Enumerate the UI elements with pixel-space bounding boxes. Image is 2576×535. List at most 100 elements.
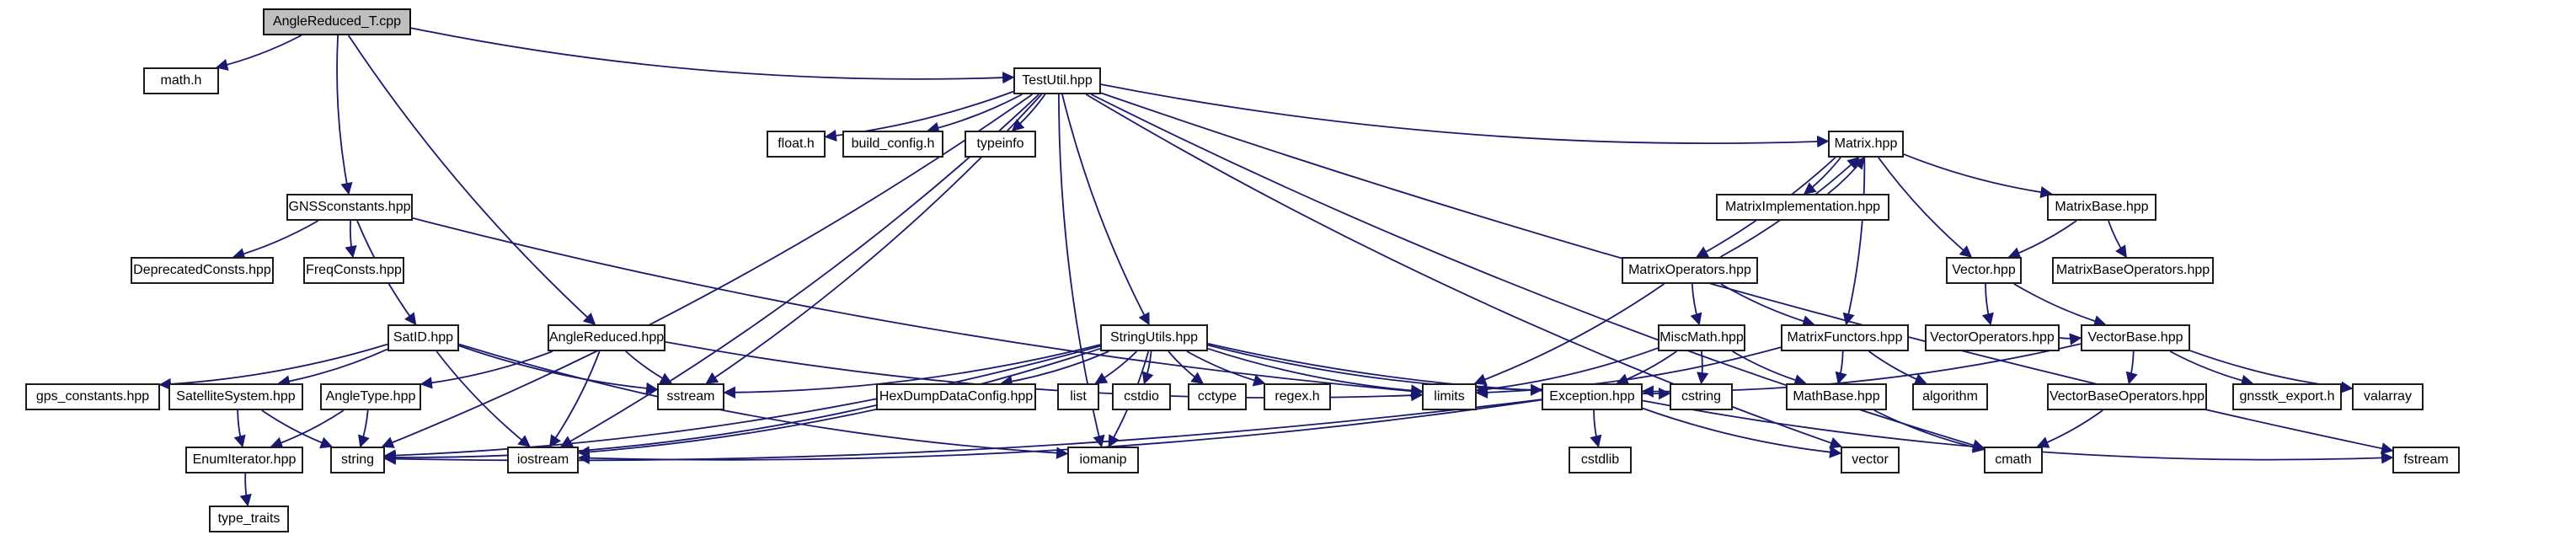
graph-edge — [2169, 350, 2254, 387]
graph-edge — [1473, 283, 1665, 386]
graph-node-matrixfunctors-hpp[interactable]: MatrixFunctors.hpp — [1781, 324, 1909, 351]
graph-node-cstring[interactable]: cstring — [1670, 383, 1733, 410]
graph-node-exception-hpp[interactable]: Exception.hpp — [1542, 383, 1643, 410]
graph-edge — [1168, 350, 1205, 384]
graph-node-cmath[interactable]: cmath — [1984, 447, 2043, 473]
graph-edge — [1186, 350, 1266, 387]
graph-edge — [336, 35, 353, 195]
graph-node-cctype[interactable]: cctype — [1188, 383, 1247, 410]
graph-edge — [1803, 157, 1841, 195]
graph-edge — [458, 343, 1069, 459]
graph-node-algorithm[interactable]: algorithm — [1912, 383, 1988, 410]
graph-edge — [158, 343, 388, 391]
graph-node-stringutils-hpp[interactable]: StringUtils.hpp — [1100, 324, 1208, 351]
graph-node-limits[interactable]: limits — [1422, 383, 1477, 410]
graph-edge — [927, 94, 1023, 134]
graph-edge — [233, 409, 246, 448]
graph-node-list[interactable]: list — [1057, 383, 1099, 410]
graph-edge — [358, 409, 370, 448]
graph-node-iostream[interactable]: iostream — [507, 447, 579, 473]
graph-node-anglereduced-hpp[interactable]: AngleReduced.hpp — [548, 324, 665, 351]
graph-node-matrixbaseoperators-hpp[interactable]: MatrixBaseOperators.hpp — [2052, 257, 2214, 284]
graph-node-type-traits[interactable]: type_traits — [209, 506, 289, 532]
graph-edge — [2125, 350, 2138, 385]
graph-edge — [1642, 407, 1842, 458]
graph-node-matriximplementation-hpp[interactable]: MatrixImplementation.hpp — [1716, 194, 1889, 221]
graph-edge — [625, 350, 673, 384]
graph-node-testutil-hpp[interactable]: TestUtil.hpp — [1013, 67, 1101, 94]
graph-edge — [1475, 346, 1782, 399]
graph-edge — [412, 217, 1424, 398]
graph-node-gnssconstants-hpp[interactable]: GNSSconstants.hpp — [286, 194, 413, 221]
graph-edge — [2013, 283, 2107, 328]
graph-node-satellitesystem-hpp[interactable]: SatelliteSystem.hpp — [168, 383, 303, 410]
graph-edge — [1011, 94, 1046, 131]
graph-edge — [577, 347, 1101, 458]
graph-edge — [2059, 333, 2082, 345]
graph-node-vectorbaseoperators-hpp[interactable]: VectorBaseOperators.hpp — [2047, 383, 2207, 410]
graph-node-gnsstk-export-h[interactable]: gnsstk_export.h — [2232, 383, 2342, 410]
graph-node-satid-hpp[interactable]: SatID.hpp — [387, 324, 459, 351]
graph-node-vectorbase-hpp[interactable]: VectorBase.hpp — [2081, 324, 2190, 351]
graph-node-regex-h[interactable]: regex.h — [1264, 383, 1331, 410]
graph-edge — [1878, 157, 1973, 258]
graph-edge — [1590, 409, 1602, 448]
graph-edge — [1835, 350, 1847, 385]
graph-edge — [2036, 409, 2103, 448]
graph-node-mathbase-hpp[interactable]: MathBase.hpp — [1786, 383, 1887, 410]
graph-edge — [215, 35, 302, 71]
graph-edge — [1868, 350, 1927, 385]
graph-edge — [1903, 153, 2053, 199]
graph-node-fstream[interactable]: fstream — [2392, 447, 2460, 473]
graph-node-valarray[interactable]: valarray — [2352, 383, 2424, 410]
graph-node-iomanip[interactable]: iomanip — [1067, 447, 1139, 473]
graph-node-miscmath-hpp[interactable]: MiscMath.hpp — [1658, 324, 1745, 351]
graph-node-float-h[interactable]: float.h — [767, 131, 826, 158]
graph-node-angletype-hpp[interactable]: AngleType.hpp — [320, 383, 421, 410]
graph-edge — [410, 27, 1015, 84]
graph-node-cstdlib[interactable]: cstdlib — [1569, 447, 1632, 473]
graph-node-matrixbase-hpp[interactable]: MatrixBase.hpp — [2047, 194, 2156, 221]
graph-edge — [2108, 220, 2127, 259]
graph-node-string[interactable]: string — [330, 447, 385, 473]
graph-node-build-config-h[interactable]: build_config.h — [842, 131, 943, 158]
graph-edge — [458, 345, 659, 395]
graph-node-freqconsts-hpp[interactable]: FreqConsts.hpp — [303, 257, 404, 284]
graph-edge — [277, 348, 388, 388]
graph-edge — [1720, 283, 1815, 328]
graph-edge — [1827, 156, 1865, 195]
graph-edge — [2007, 220, 2077, 259]
graph-node-gps-constants-hpp[interactable]: gps_constants.hpp — [25, 383, 160, 410]
graph-node-vector-hpp[interactable]: Vector.hpp — [1946, 257, 2022, 284]
graph-edge — [436, 350, 531, 447]
graph-node-anglereduced-t-cpp[interactable]: AngleReduced_T.cpp — [263, 8, 411, 35]
graph-edge — [261, 409, 334, 449]
graph-node-hexdumpdataconfig-hpp[interactable]: HexDumpDataConfig.hpp — [876, 383, 1036, 410]
graph-edge — [1141, 350, 1154, 385]
graph-edge — [383, 345, 1101, 462]
graph-node-cstdio[interactable]: cstdio — [1112, 383, 1171, 410]
graph-node-matrixoperators-hpp[interactable]: MatrixOperators.hpp — [1622, 257, 1758, 284]
graph-edge — [1981, 283, 1994, 326]
graph-edge — [1100, 83, 1830, 148]
graph-node-deprecatedconsts-hpp[interactable]: DeprecatedConsts.hpp — [131, 257, 274, 284]
graph-node-vector[interactable]: vector — [1841, 447, 1900, 473]
graph-node-enumiterator-hpp[interactable]: EnumIterator.hpp — [185, 447, 303, 473]
graph-node-vectoroperators-hpp[interactable]: VectorOperators.hpp — [1925, 324, 2060, 351]
graph-node-typeinfo[interactable]: typeinfo — [965, 131, 1036, 158]
graph-edge — [1873, 409, 1985, 453]
graph-edge — [239, 473, 252, 507]
graph-edge — [723, 344, 1101, 399]
graph-edge — [1061, 94, 1150, 326]
graph-edge — [1732, 350, 1807, 387]
graph-node-sstream[interactable]: sstream — [657, 383, 724, 410]
graph-edge — [1000, 350, 1109, 388]
graph-node-math-h[interactable]: math.h — [143, 67, 219, 94]
graph-edge — [1207, 347, 1424, 397]
graph-edge — [548, 350, 601, 448]
graph-edge — [345, 220, 357, 259]
graph-edge — [1842, 157, 1866, 326]
graph-node-matrix-hpp[interactable]: Matrix.hpp — [1828, 131, 1904, 158]
